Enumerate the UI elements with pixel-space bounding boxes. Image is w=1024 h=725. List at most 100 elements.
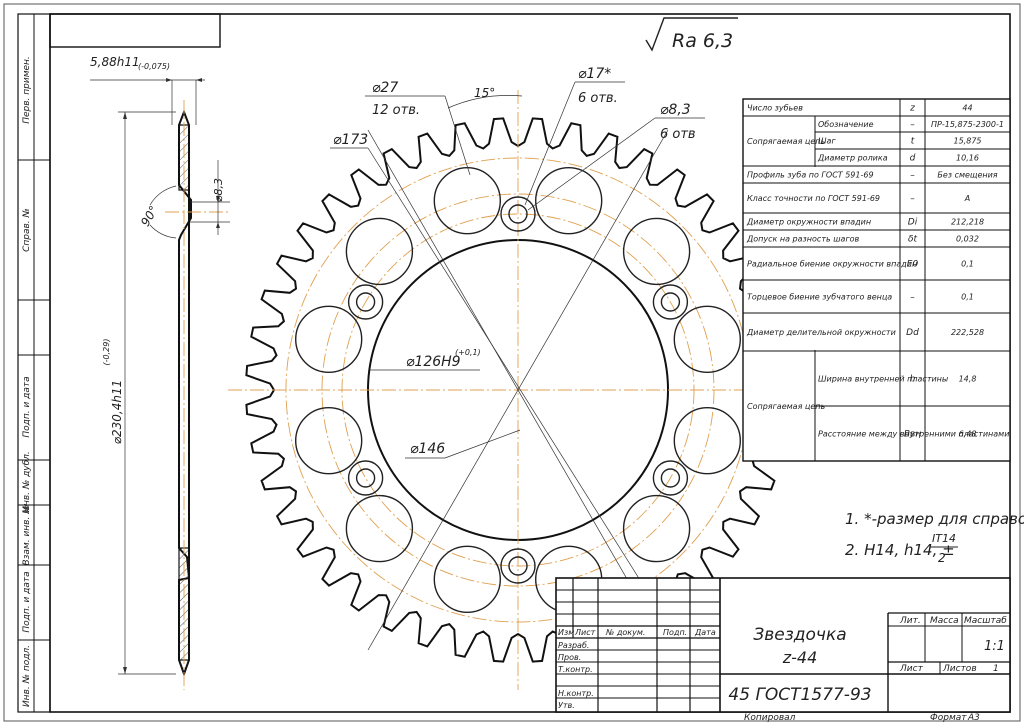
table-param-name: Расстояние между внутренними пластинами: [818, 430, 1009, 439]
table-param-name: Радиальное биение окружности впадин: [747, 260, 917, 269]
mid-holes-count: 6 отв.: [578, 91, 618, 106]
mounting-hole: [355, 468, 376, 488]
table-param-symbol: Di: [908, 218, 918, 228]
tb-role-0: Разраб.: [558, 641, 589, 650]
mounting-hole-counterbore: [347, 460, 384, 496]
side-label-4: Взам. инв. №: [22, 504, 32, 565]
table-param-name: Торцевое биение зубчатого венца: [747, 293, 892, 302]
lightening-hole: [433, 166, 501, 235]
table-param-value: 0,1: [961, 260, 974, 269]
tb-izm: Изм: [558, 628, 574, 637]
table-param-name: Допуск на разность шагов: [746, 235, 860, 244]
part-code: z-44: [782, 648, 818, 667]
tb-sign: Подп.: [663, 628, 687, 637]
bore-tol: (+0,1): [455, 348, 481, 357]
format-label: Формат: [930, 713, 967, 723]
tb-scale-value: 1:1: [984, 639, 1005, 654]
tb-role-3: Н.контр.: [558, 689, 594, 698]
tb-role-4: Утв.: [558, 701, 575, 710]
note-2-frac-bottom: 2: [938, 551, 946, 565]
tb-lit: Лит.: [899, 616, 921, 626]
lightening-hole: [622, 217, 691, 286]
mounting-hole: [508, 204, 528, 224]
side-hole-dim: ⌀8,3: [212, 178, 225, 202]
side-label-3: Инв. № дубл.: [22, 451, 32, 513]
mounting-hole: [508, 556, 528, 576]
lightening-hole: [345, 217, 414, 286]
diagonal-ref-line: [367, 129, 669, 651]
small-holes-dim: ⌀8,3: [660, 102, 691, 118]
outer-frame: [3, 3, 1021, 722]
table-group-label: Сопрягаемая цепь: [747, 402, 826, 411]
lightening-hole: [295, 407, 363, 475]
table-param-value: 14,8: [959, 375, 977, 384]
bolt-circle-dim: ⌀173: [333, 132, 368, 148]
roughness-label: Ra 6,3: [672, 30, 733, 52]
lightening-hole: [673, 305, 741, 373]
table-param-value: А: [964, 194, 970, 203]
table-param-symbol: z: [909, 104, 915, 114]
bore-dim: ⌀126H9: [406, 354, 461, 370]
mounting-hole: [355, 292, 376, 312]
side-label-6: Инв. № подл.: [22, 645, 32, 707]
table-param-symbol: –: [910, 293, 915, 303]
tb-sheets: Листов: [942, 664, 977, 674]
small-holes-count: 6 отв: [660, 127, 696, 142]
table-param-value: Без смещения: [937, 171, 997, 180]
table-param-name: Шаг: [818, 137, 836, 146]
tb-sheets-value: 1: [993, 664, 999, 674]
table-param-name: Класс точности по ГОСТ 591-69: [747, 194, 880, 203]
lightening-hole: [535, 166, 603, 235]
side-label-2: Подп. и дата: [22, 376, 32, 437]
table-param-symbol: Dd: [906, 328, 919, 338]
tb-role-1: Пров.: [558, 653, 581, 662]
table-param-name: Диаметр окружности впадин: [746, 218, 871, 227]
tb-role-2: Т.контр.: [558, 665, 593, 674]
table-param-symbol: d: [910, 154, 916, 164]
table-param-name: Ширина внутренней пластины: [818, 375, 948, 384]
tb-list: Лист: [574, 628, 596, 637]
table-param-name: Обозначение: [818, 120, 874, 129]
mounting-hole-counterbore: [500, 548, 536, 584]
table-param-name: Профиль зуба по ГОСТ 591-69: [747, 171, 874, 180]
lightening-hole: [345, 494, 414, 563]
side-section-view: 5,88h11 (-0,075) ⌀8,3 90° ⌀230,4h11 (-0,…: [90, 55, 230, 690]
angle-dim: 15°: [474, 86, 495, 100]
table-param-symbol: –: [910, 171, 915, 181]
table-param-value: 15,875: [954, 137, 982, 146]
side-label-5: Подп. и дата: [22, 571, 32, 632]
main-dimensions: ⌀27 12 отв. 15° ⌀17* 6 отв. ⌀8,3 6 отв ⌀…: [330, 66, 705, 581]
table-param-value: 0,1: [961, 293, 974, 302]
table-param-name: Число зубьев: [747, 104, 803, 113]
big-holes-count: 12 отв.: [372, 103, 420, 118]
table-param-value: 10,16: [956, 154, 979, 163]
part-name: Звездочка: [753, 625, 846, 645]
table-param-value: 44: [962, 104, 972, 113]
mounting-hole-counterbore: [500, 196, 536, 232]
lightening-hole: [622, 494, 691, 563]
table-param-symbol: t: [911, 137, 915, 147]
roughness-symbol: Ra 6,3: [645, 17, 738, 52]
table-param-name: Диаметр ролика: [817, 154, 888, 163]
side-label-1: Справ. №: [22, 208, 32, 252]
mounting-hole-counterbore: [347, 284, 384, 320]
table-param-symbol: h: [910, 375, 916, 385]
tb-mass: Масса: [930, 616, 959, 626]
note-2: 2. H14, h14, ±: [845, 541, 955, 559]
table-param-value: 0,032: [956, 235, 979, 244]
table-param-value: ПР-15,875-2300-1: [931, 120, 1004, 129]
mounting-hole: [660, 292, 681, 312]
inner-circle-dim: ⌀146: [410, 441, 445, 457]
note-2-frac-top: IT14: [932, 532, 956, 545]
tb-scale: Масштаб: [964, 616, 1007, 626]
notes: 1. *-размер для справок 2. H14, h14, ± I…: [845, 510, 1024, 565]
mounting-hole-counterbore: [652, 284, 689, 320]
outer-dia-dim: ⌀230,4h11: [110, 380, 124, 444]
table-param-symbol: Bвн: [904, 430, 921, 440]
thickness-dim: 5,88h11: [90, 55, 140, 69]
tb-date: Дата: [694, 628, 716, 637]
table-param-name: Диаметр делительной окружности: [746, 328, 896, 337]
side-label-0: Перв. примен.: [22, 56, 32, 124]
